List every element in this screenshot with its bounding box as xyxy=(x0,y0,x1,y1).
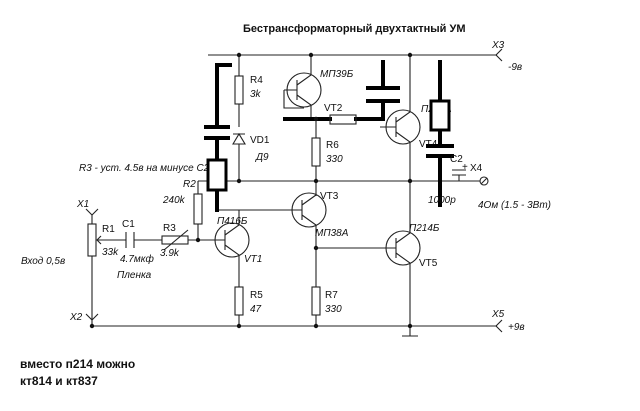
r1-wiper-icon xyxy=(96,235,108,245)
x2-label: X2 xyxy=(69,312,83,323)
r7-value: 330 xyxy=(325,304,342,315)
junction-dot xyxy=(236,52,242,58)
vd1-diode xyxy=(232,132,246,181)
junction-dot xyxy=(313,116,319,122)
vt3-type: МП38А xyxy=(315,228,349,239)
junction-dot xyxy=(236,323,242,329)
r6-resistor xyxy=(311,137,321,167)
r4-ref: R4 xyxy=(250,75,263,86)
c1-note: Пленка xyxy=(117,270,152,281)
mid-capacitor xyxy=(366,86,400,103)
x4-terminal-stroke xyxy=(480,177,488,185)
schematic-title: Бестрансформаторный двухтактный УМ xyxy=(243,23,466,35)
vt5-transistor-leads xyxy=(316,181,411,326)
c1-capacitor xyxy=(125,232,135,248)
junction-dot xyxy=(313,323,319,329)
x4-terminal-icon[interactable] xyxy=(479,176,489,186)
vt3-ref: VT3 xyxy=(320,191,339,202)
note-line-1: вместо п214 можно xyxy=(20,357,135,371)
x3-label: X3 xyxy=(491,40,505,51)
r3-ref: R3 xyxy=(163,223,176,234)
vt1-transistor-leads xyxy=(218,210,240,287)
junction-dot xyxy=(407,323,413,329)
vt4-transistor-leads xyxy=(380,55,411,181)
vt5-ref: VT5 xyxy=(419,258,438,269)
x5-terminal-symbol xyxy=(495,319,503,333)
c2-value: 1000p xyxy=(428,195,456,206)
vt3-transistor-leads xyxy=(294,194,317,287)
vt2-ref: VT2 xyxy=(324,103,343,114)
note-line-2: кт814 и кт837 xyxy=(20,374,98,388)
vt1-type: П416Б xyxy=(217,216,248,227)
junction-dot xyxy=(236,178,242,184)
junction-dot xyxy=(89,323,95,329)
r4-resistor xyxy=(234,75,244,105)
c2-polarity-plus: + xyxy=(462,162,468,173)
x3-voltage: -9в xyxy=(508,62,522,73)
x3-terminal-symbol xyxy=(495,48,503,62)
r5-ref: R5 xyxy=(250,290,263,301)
r6-ref: R6 xyxy=(326,140,339,151)
r7-ref: R7 xyxy=(325,290,338,301)
vt1-ref: VT1 xyxy=(244,254,262,265)
vt2-emitter-resistor xyxy=(329,114,357,125)
r3-adjust-note: R3 - уст. 4.5в на минусе С2 xyxy=(79,163,210,174)
r1-ref: R1 xyxy=(102,224,115,235)
junction-dot xyxy=(313,245,319,251)
r5-resistor xyxy=(234,286,244,316)
right-capacitor xyxy=(426,144,454,158)
junction-dots xyxy=(89,52,413,329)
r2-resistor xyxy=(193,193,203,225)
vt2-type: МП39Б xyxy=(320,69,354,80)
r2-value: 240k xyxy=(162,195,186,206)
r1-resistor xyxy=(87,223,97,257)
vd1-ref: VD1 xyxy=(250,135,270,146)
vt5-type: П214Б xyxy=(409,223,440,234)
x1-label: X1 xyxy=(76,199,89,210)
junction-dot xyxy=(407,52,413,58)
thick-resistor xyxy=(206,158,228,192)
vt3-transistor xyxy=(291,192,327,228)
r3-value: 3.9k xyxy=(160,248,180,259)
x5-voltage: +9в xyxy=(508,322,525,333)
r7-resistor xyxy=(311,286,321,316)
junction-dot xyxy=(407,178,413,184)
vd1-value: Д9 xyxy=(255,152,269,163)
r5-value: 47 xyxy=(250,304,262,315)
c1-ref: C1 xyxy=(122,219,135,230)
r3-resistor xyxy=(161,235,189,245)
x5-label: X5 xyxy=(491,309,505,320)
junction-dot xyxy=(308,52,314,58)
x4-label: X4 xyxy=(470,163,483,174)
x4-load: 4Ом (1.5 - 3Вт) xyxy=(478,200,551,211)
vt1-transistor xyxy=(214,222,250,258)
input-label: Вход 0,5в xyxy=(21,256,65,267)
r1-value: 33k xyxy=(102,247,119,258)
c1-value: 4.7мкф xyxy=(120,253,154,265)
vt2-transistor-leads xyxy=(283,55,312,119)
r4-value: 3k xyxy=(250,89,262,100)
left-capacitor xyxy=(204,125,230,140)
r3-trim-icon xyxy=(163,229,189,251)
r2-ref: R2 xyxy=(183,179,196,190)
right-thick-resistor xyxy=(429,99,451,132)
junction-dot xyxy=(195,237,201,243)
r2-wire xyxy=(197,180,208,240)
junction-dot xyxy=(313,178,319,184)
c2-ref: C2 xyxy=(450,154,463,165)
r6-value: 330 xyxy=(326,154,343,165)
